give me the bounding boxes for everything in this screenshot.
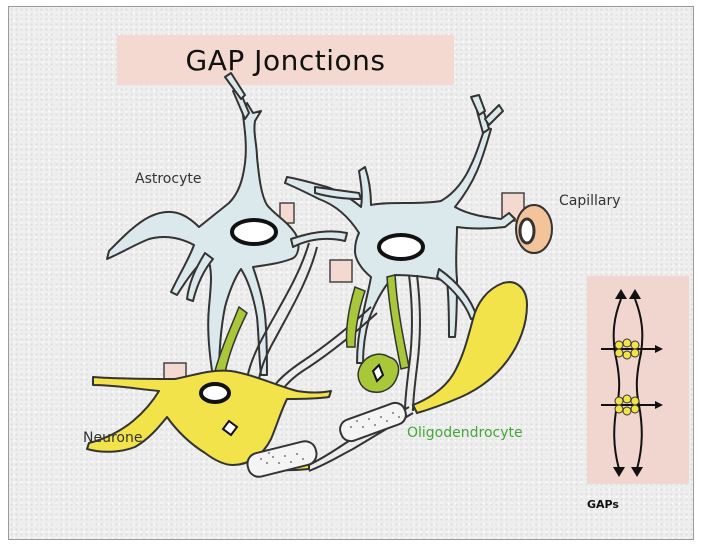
neurone-label: Neurone xyxy=(83,430,142,446)
slide: GAP Jonctions xyxy=(8,6,694,540)
astrocyte-right-nucleus xyxy=(379,235,423,259)
gap-junction-diagram xyxy=(9,7,694,540)
capillary xyxy=(516,205,552,253)
neurone-nucleus xyxy=(201,384,229,402)
oligodendrocyte-label: Oligodendrocyte xyxy=(407,425,523,441)
astrocyte-left xyxy=(107,73,347,377)
gap-junction-panel xyxy=(587,276,689,484)
junction-box-2 xyxy=(330,260,352,282)
gaps-label: GAPs xyxy=(587,498,619,511)
astrocyte-left-nucleus xyxy=(232,220,276,244)
capillary-label: Capillary xyxy=(559,193,621,209)
astrocyte-label: Astrocyte xyxy=(135,171,201,187)
